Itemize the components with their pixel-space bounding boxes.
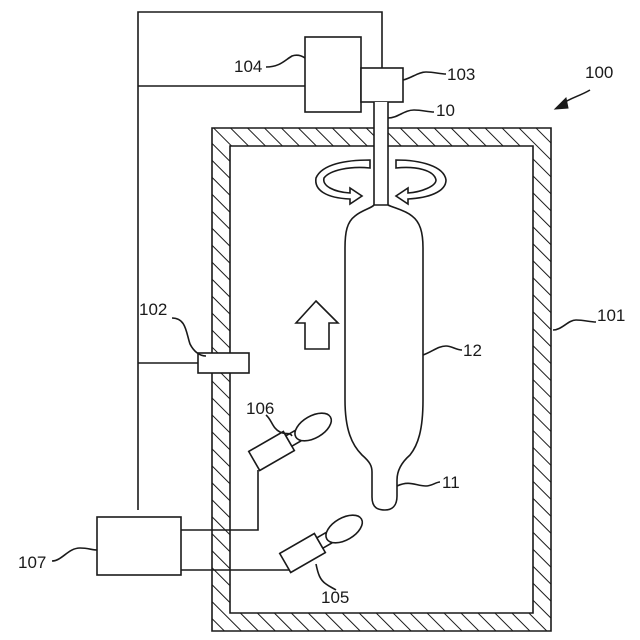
label-100: 100 <box>585 63 613 82</box>
label-104: 104 <box>234 57 262 76</box>
leader-102 <box>172 318 206 356</box>
leader-105 <box>316 564 336 590</box>
label-103: 103 <box>447 65 475 84</box>
label-12: 12 <box>463 341 482 360</box>
leader-11 <box>397 482 440 486</box>
shaft <box>374 102 388 205</box>
leader-12 <box>423 346 462 355</box>
leader-104 <box>266 55 305 67</box>
label-101: 101 <box>597 306 625 325</box>
up-arrow-icon <box>296 301 338 349</box>
label-107: 107 <box>18 553 46 572</box>
leader-103 <box>403 72 446 80</box>
label-11: 11 <box>442 473 460 492</box>
label-106: 106 <box>246 399 274 418</box>
leader-107 <box>52 548 97 561</box>
leader-10 <box>388 110 434 118</box>
leader-106 <box>266 415 292 436</box>
controller-box <box>97 517 181 575</box>
assembly-arrow-icon <box>555 90 590 109</box>
label-102: 102 <box>139 300 167 319</box>
leader-101 <box>553 320 596 330</box>
lower-heater <box>280 509 367 572</box>
label-10: 10 <box>436 101 455 120</box>
ingot-body <box>345 205 423 510</box>
rotary-joint-box <box>361 68 403 102</box>
label-105: 105 <box>321 588 349 607</box>
drive-unit-box <box>305 37 361 112</box>
